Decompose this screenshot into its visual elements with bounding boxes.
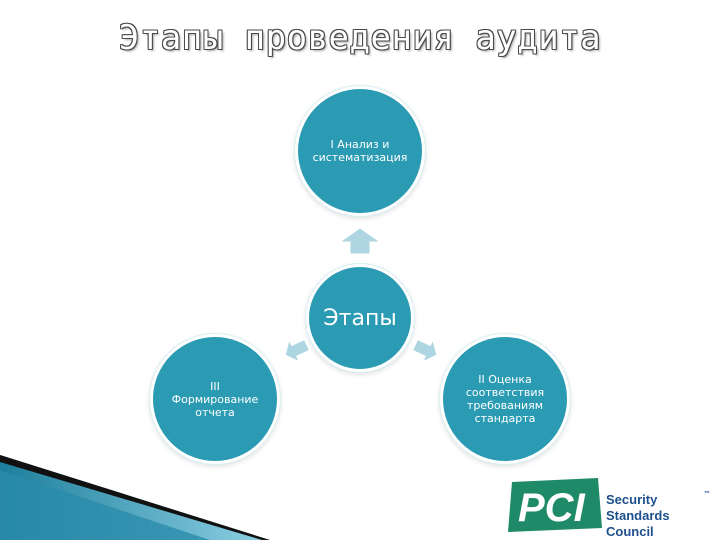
stage-1-circle: I Анализ и систематизация bbox=[295, 86, 425, 216]
stage-2-circle: II Оценка соответствия требованиям станд… bbox=[440, 334, 570, 464]
center-label: Этапы bbox=[323, 305, 397, 331]
page-title: Этапы проведения аудита bbox=[118, 18, 602, 58]
trademark-mark: ™ bbox=[704, 491, 710, 497]
stage-1-label: I Анализ и систематизация bbox=[312, 138, 408, 164]
stage-3-label: III Формирование отчета bbox=[171, 379, 259, 419]
arrow-right-icon bbox=[411, 338, 438, 363]
center-circle: Этапы bbox=[306, 264, 414, 372]
pci-logo: PCI bbox=[508, 478, 602, 532]
arrow-left-icon bbox=[284, 338, 311, 363]
stage-2-label: II Оценка соответствия требованиям станд… bbox=[465, 373, 545, 425]
pci-logo-text: Security Standards Council bbox=[606, 492, 670, 539]
pci-mark-text: PCI bbox=[518, 486, 586, 530]
arrow-up-icon bbox=[338, 227, 382, 255]
stage-3-circle: III Формирование отчета bbox=[150, 334, 280, 464]
